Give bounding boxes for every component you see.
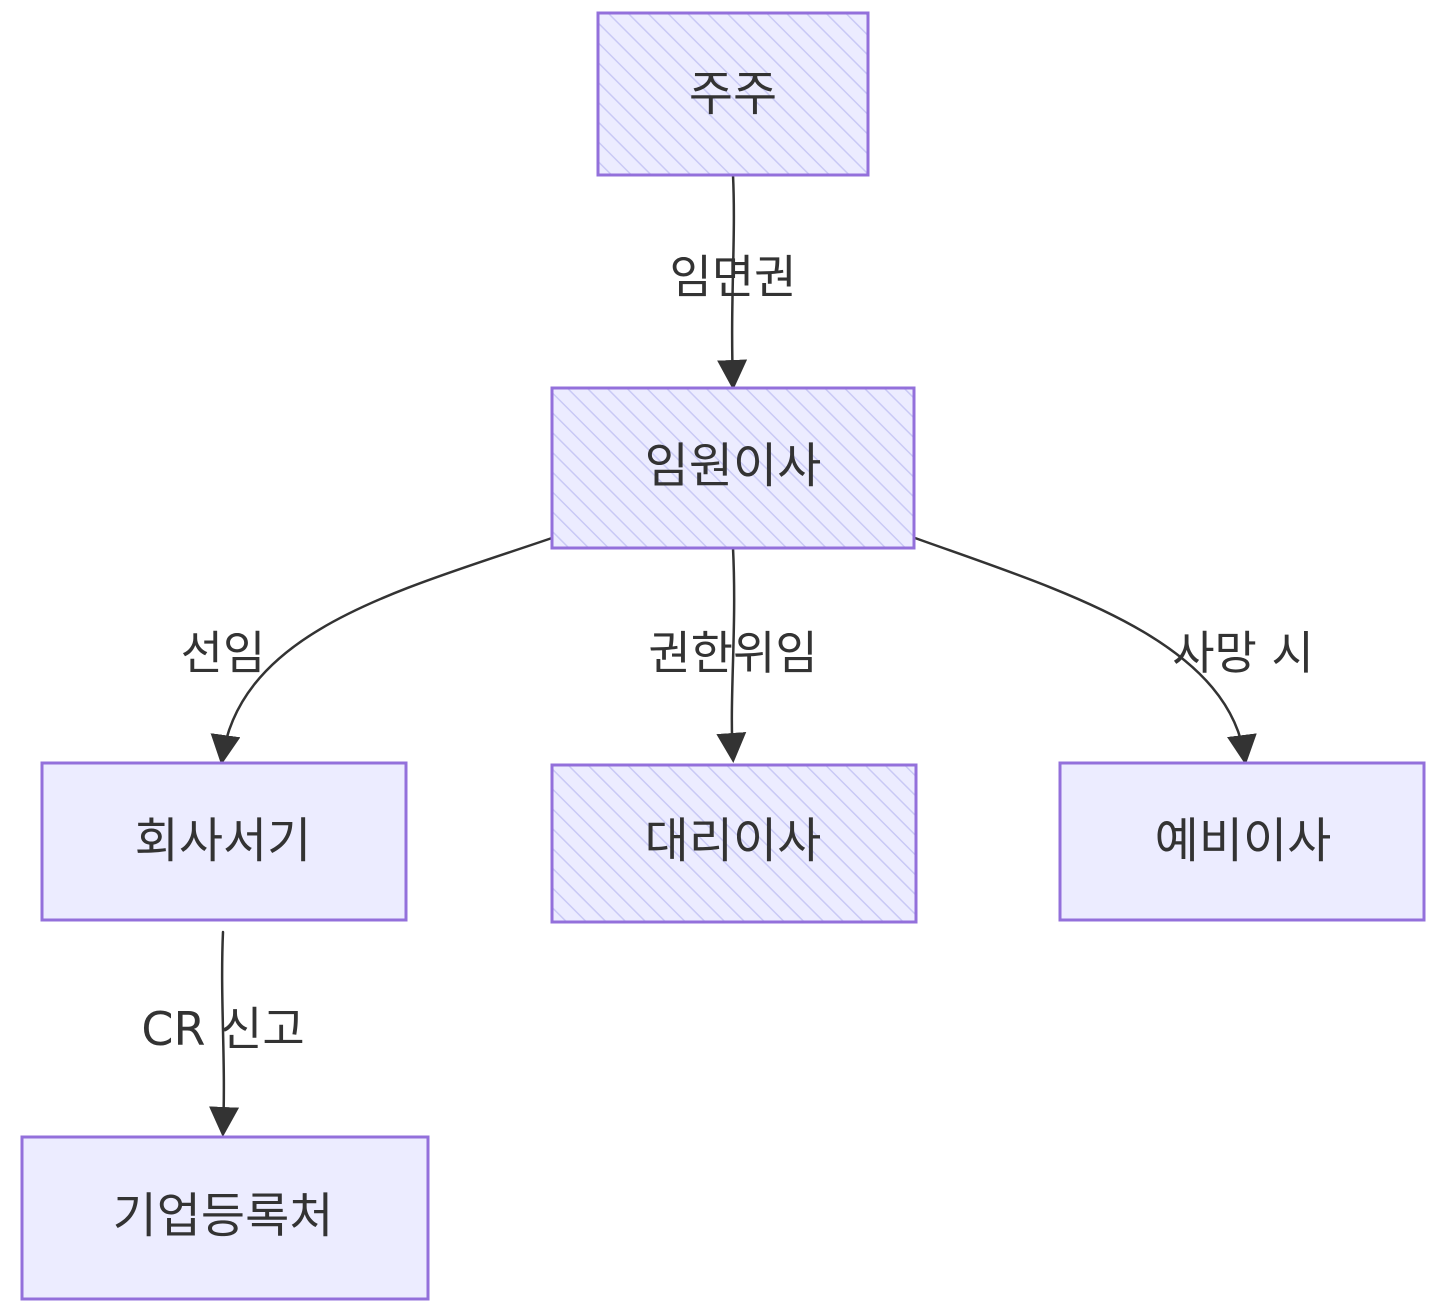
node-executive-director: 임원이사	[550, 386, 916, 550]
node-shareholders: 주주	[596, 11, 870, 177]
edge-executive-to-reserve	[913, 536, 1257, 765]
edge-secretary-to-registry	[209, 930, 240, 1137]
edge-label-cr-filing: CR 신고	[141, 1002, 304, 1056]
edge-executive-to-alternate	[716, 546, 747, 763]
node-label-shareholders: 주주	[689, 66, 777, 122]
edge-label-appoint: 선임	[181, 626, 266, 680]
edge-label-on-death: 사망 시	[1172, 626, 1314, 680]
node-label-companies-registry: 기업등록처	[113, 1188, 334, 1244]
edge-label-delegate: 권한위임	[648, 626, 817, 680]
node-companies-registry: 기업등록처	[20, 1135, 430, 1301]
edge-executive-to-secretary	[210, 536, 554, 765]
edge-label-appoint-remove: 임면권	[670, 250, 797, 304]
edge-shareholders-to-executive	[717, 173, 748, 390]
node-label-alternate-director: 대리이사	[645, 813, 822, 869]
node-label-company-secretary: 회사서기	[135, 813, 312, 869]
node-label-reserve-director: 예비이사	[1155, 813, 1332, 869]
node-label-executive-director: 임원이사	[645, 438, 822, 494]
node-company-secretary: 회사서기	[40, 761, 408, 922]
node-reserve-director: 예비이사	[1058, 761, 1426, 922]
node-alternate-director: 대리이사	[550, 763, 918, 924]
